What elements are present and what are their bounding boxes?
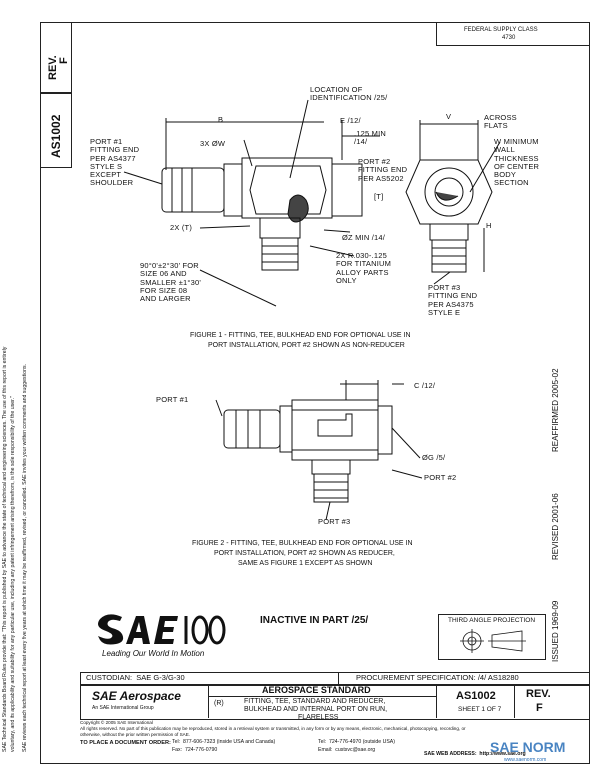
federal-supply-box: [436, 22, 590, 46]
title-rev-value: F: [536, 702, 543, 714]
disclaimer-line-3: SAE reviews each technical report at lea…: [22, 364, 28, 752]
footer-order: TO PLACE A DOCUMENT ORDER:: [80, 740, 171, 746]
reaffirmed-date: REAFFIRMED 2005-02: [551, 368, 560, 452]
title-r-mark: (R): [214, 700, 224, 707]
fig2-caption-line1: FIGURE 2 - FITTING, TEE, BULKHEAD END FO…: [192, 540, 413, 547]
fig1-radius-label: 2X R.030-.125 FOR TITANIUM ALLOY PARTS O…: [336, 251, 392, 285]
footer-tel-2: Tel: 724-776-4970 (outside USA): [318, 739, 395, 745]
title-doc-number: AS1002: [456, 690, 496, 702]
footer-tel-1: Tel: 877-606-7323 (inside USA and Canada…: [172, 739, 276, 745]
title-hline: [208, 696, 436, 697]
footer-web: SAE WEB ADDRESS: http://www.sae.org: [424, 751, 526, 757]
fig1-angle-label: 90°0'±2°30' FOR SIZE 06 AND SMALLER ±1°3…: [140, 261, 201, 303]
issued-date: ISSUED 1969-09: [551, 600, 560, 662]
inactive-label: INACTIVE IN PART /25/: [260, 615, 369, 626]
title-brand-sub: An SAE International Group: [92, 705, 154, 711]
fig2-port2-label: PORT #2: [424, 473, 457, 482]
fig1-across-label: ACROSS FLATS: [484, 113, 517, 131]
footer-copyright: Copyright © 2005 SAE International: [80, 720, 153, 725]
fig2-caption-line2: PORT INSTALLATION, PORT #2 SHOWN AS REDU…: [214, 550, 395, 557]
federal-supply-line1: FEDERAL SUPPLY CLASS: [464, 27, 538, 33]
watermark-text: SAE NORM: [490, 739, 566, 755]
third-angle-box: [438, 614, 546, 660]
fig1-e-label: E /12/: [340, 116, 361, 125]
fig1-min125-label: .125 MIN /14/: [354, 129, 387, 147]
title-divider-2: [436, 684, 437, 718]
fig1-v-label: V: [446, 112, 452, 121]
fig2-port3-label: PORT #3: [318, 517, 351, 526]
title-block: [80, 684, 590, 720]
footer-rights: All rights reserved. No part of this pub…: [80, 726, 466, 731]
custodian-divider: [338, 672, 339, 684]
fig1-3x-label: 3X ØW: [200, 139, 226, 148]
fig1-t-label: [T]: [374, 192, 384, 201]
title-line-2: BULKHEAD AND INTERNAL PORT ON RUN,: [244, 706, 388, 713]
fig2-d-label: ØG /5/: [422, 453, 446, 462]
disclaimer-line-2: voluntary, and its applicability and sui…: [10, 396, 16, 752]
fig1-caption-line1: FIGURE 1 - FITTING, TEE, BULKHEAD END FO…: [190, 332, 411, 339]
watermark-sub: www.saenorm.com: [504, 757, 547, 763]
left-strip: [40, 22, 72, 94]
left-strip-number: [40, 92, 72, 168]
title-divider-3: [514, 684, 515, 718]
title-line-3: FLARELESS: [298, 714, 339, 721]
revised-date: REVISED 2001-06: [551, 493, 560, 560]
fig2-port1-label: PORT #1: [156, 395, 189, 404]
sae-100-logo: [96, 612, 226, 648]
doc-number-vertical: AS1002: [49, 114, 63, 158]
fig1-2x-label: 2X (T): [170, 223, 193, 232]
figure-2-drawing: [215, 380, 423, 521]
fig1-b-label: B: [218, 115, 224, 124]
third-angle-label: THIRD ANGLE PROJECTION: [448, 617, 536, 624]
footer-fax: Fax: 724-776-0790: [172, 747, 218, 753]
title-sheet: SHEET 1 OF 7: [458, 706, 502, 713]
fig1-h-label: H: [486, 221, 492, 230]
rev-vertical-value: F: [58, 57, 70, 64]
fig1-port2-label: PORT #2 FITTING END PER AS5202: [358, 157, 408, 183]
footer-email: Email: custsvc@sae.org: [318, 747, 376, 753]
fig1-port1-label: PORT #1 FITTING END PER AS4377 STYLE S E…: [90, 137, 140, 188]
fig1-wmin-label: W MINIMUM WALL THICKNESS OF CENTER BODY …: [494, 137, 540, 188]
third-angle-symbol: [460, 629, 526, 653]
title-standard: AEROSPACE STANDARD: [262, 685, 371, 695]
footer-rights-2: otherwise, without the prior written per…: [80, 732, 191, 737]
sheet-border: [40, 22, 590, 764]
fig1-caption-line2: PORT INSTALLATION, PORT #2 SHOWN AS NON-…: [208, 342, 405, 349]
disclaimer-line-1: SAE Technical Standards Board Rules prov…: [2, 346, 8, 752]
fig1-location-label: LOCATION OF IDENTIFICATION /25/: [310, 85, 388, 103]
custodian-row: [80, 672, 590, 686]
fig2-caption-line3: SAME AS FIGURE 1 EXCEPT AS SHOWN: [238, 560, 373, 567]
custodian-text: CUSTODIAN: SAE G-3/G-30: [86, 673, 185, 682]
title-brand: SAE Aerospace: [92, 689, 181, 703]
sae-tagline: Leading Our World In Motion: [102, 649, 205, 658]
fig1-zmin-label: ØZ MIN /14/: [342, 233, 386, 242]
title-divider-1: [208, 684, 209, 718]
title-rev-label: REV.: [526, 688, 551, 700]
procurement-text: PROCUREMENT SPECIFICATION: /4/ AS18280: [356, 673, 519, 682]
title-line-1: FITTING, TEE, STANDARD AND REDUCER,: [244, 698, 386, 705]
figure-1-drawing: [123, 99, 501, 307]
fig2-c-label: C /12/: [414, 381, 436, 390]
fig1-port3-label: PORT #3 FITTING END PER AS4375 STYLE E: [428, 283, 478, 317]
federal-supply-line2: 4730: [502, 35, 516, 41]
